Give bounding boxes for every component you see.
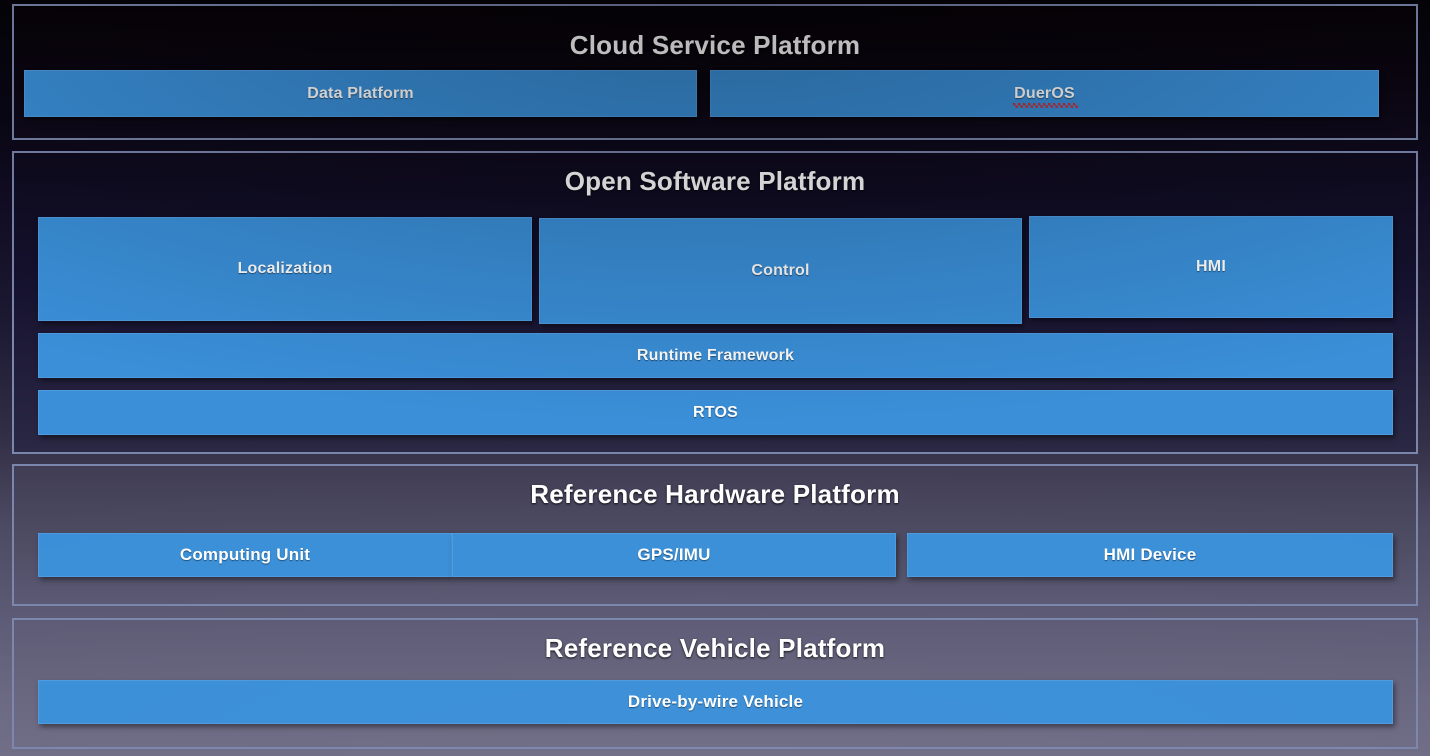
box-gps-imu[interactable]: GPS/IMU: [452, 533, 896, 577]
layer-open-software-platform: Open Software Platform Localization Cont…: [12, 151, 1418, 454]
box-label-data-platform: Data Platform: [307, 84, 414, 102]
box-runtime-framework[interactable]: Runtime Framework: [38, 333, 1393, 378]
box-drive-by-wire-vehicle[interactable]: Drive-by-wire Vehicle: [38, 680, 1393, 724]
layer-title-reference-hardware-platform: Reference Hardware Platform: [530, 479, 900, 509]
box-label-dueros: DuerOS: [1013, 84, 1078, 108]
box-label-runtime-framework: Runtime Framework: [636, 346, 795, 364]
box-rtos[interactable]: RTOS: [38, 390, 1393, 435]
layer-title-open-software-platform: Open Software Platform: [564, 166, 866, 196]
layer-title-cloud-service-platform: Cloud Service Platform: [569, 30, 861, 60]
layer-reference-hardware-platform: Reference Hardware Platform Computing Un…: [12, 464, 1418, 606]
box-label-hmi: HMI: [1196, 258, 1226, 275]
box-localization[interactable]: Localization: [38, 217, 532, 321]
layer-reference-vehicle-platform: Reference Vehicle Platform Drive-by-wire…: [12, 618, 1418, 749]
box-label-gps-imu: GPS/IMU: [637, 545, 711, 564]
box-hmi-device[interactable]: HMI Device: [907, 533, 1393, 577]
layer-title-reference-vehicle-platform: Reference Vehicle Platform: [544, 633, 886, 663]
box-dueros[interactable]: DuerOS: [710, 70, 1379, 117]
box-control[interactable]: Control: [539, 218, 1022, 324]
box-data-platform[interactable]: Data Platform: [24, 70, 697, 117]
box-label-localization: Localization: [237, 260, 333, 277]
box-label-control: Control: [751, 262, 810, 279]
box-computing-unit[interactable]: Computing Unit: [38, 533, 452, 577]
box-label-drive-by-wire-vehicle: Drive-by-wire Vehicle: [627, 692, 804, 711]
box-hmi[interactable]: HMI: [1029, 216, 1393, 318]
box-label-hmi-device: HMI Device: [1103, 545, 1197, 564]
box-label-computing-unit: Computing Unit: [179, 545, 311, 564]
box-label-rtos: RTOS: [693, 403, 738, 421]
